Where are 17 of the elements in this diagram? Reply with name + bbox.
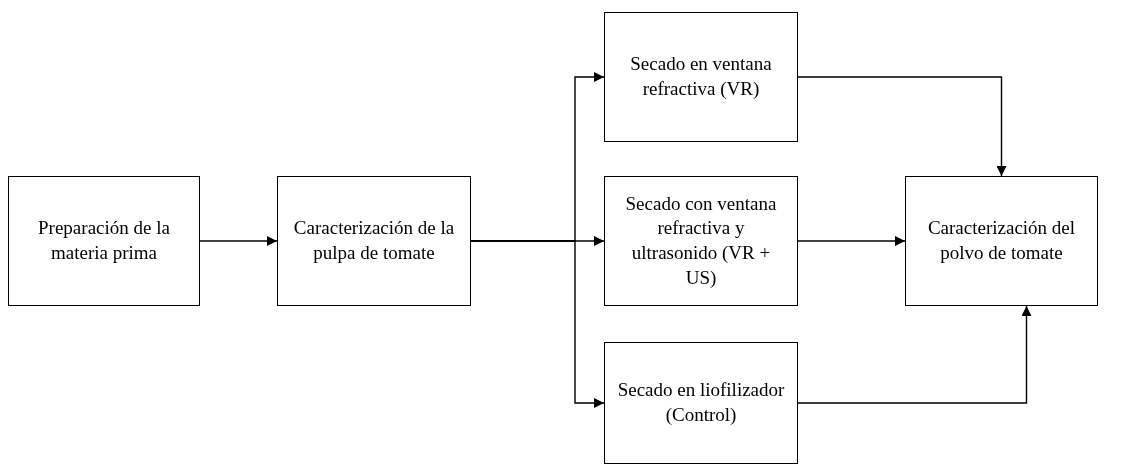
process-box [604,342,798,464]
box-label: Secado con ventana refractiva y ultrasonido (VR + US) [624,191,778,290]
box-label: Secado en ventana refractiva (VR) [629,52,773,101]
process-box [277,176,471,306]
process-box [604,12,798,142]
arrow [797,76,1007,177]
arrow [199,236,278,246]
box-label: Secado en liofilizador (Control) [616,378,786,427]
process-box [905,176,1098,306]
box-label: Preparación de la materia prima [37,216,171,265]
arrow [797,305,1032,404]
box-label: Caracterización de la pulpa de tomate [292,216,456,265]
box-label: Caracterización del polvo de tomate [926,216,1077,265]
process-box [8,176,200,306]
arrow [797,236,906,246]
process-box [604,176,798,306]
arrow [470,240,605,408]
